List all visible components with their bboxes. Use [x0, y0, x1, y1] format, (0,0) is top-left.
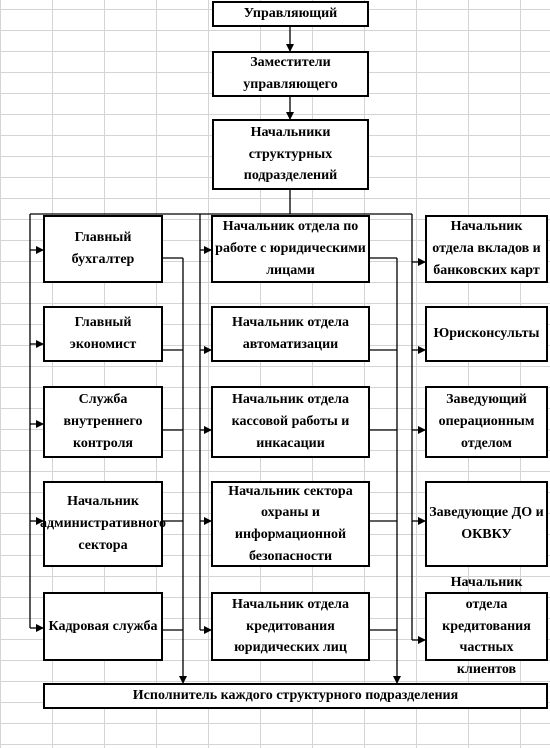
node-hr-service: Кадровая служба — [43, 592, 163, 661]
node-deputies: Заместители управляющего — [212, 51, 369, 97]
node-division-heads: Начальники структурных подразделений — [212, 119, 369, 190]
node-executor: Исполнитель каждого структурного подразд… — [43, 683, 548, 709]
node-retail-credit-head: Начальник отдела кредитования частных кл… — [425, 575, 548, 677]
node-cash-collection-head: Начальник отдела кассовой работы и инкас… — [211, 386, 370, 458]
node-legal-entities-head: Начальник отдела по работе с юридическим… — [211, 215, 370, 283]
node-chief-economist: Главный экономист — [43, 306, 163, 362]
node-security-sector-head: Начальник сектора охраны и информационно… — [211, 481, 370, 567]
node-chief-accountant: Главный бухгалтер — [43, 215, 163, 283]
node-legal-advisers: Юрисконсульты — [425, 306, 548, 362]
node-automation-head: Начальник отдела автоматизации — [211, 306, 370, 362]
node-branches-head: Заведующие ДО и ОКВКУ — [425, 481, 548, 567]
node-corporate-credit-head: Начальник отдела кредитования юридически… — [211, 592, 370, 661]
node-operations-head: Заведующий операционным отделом — [425, 386, 548, 458]
node-deposits-cards-head: Начальник отдела вкладов и банковских ка… — [425, 215, 548, 283]
node-internal-control: Служба внутреннего контроля — [43, 386, 163, 458]
node-manager: Управляющий — [212, 1, 369, 27]
node-admin-sector-head: Начальник административного сектора — [40, 481, 166, 567]
